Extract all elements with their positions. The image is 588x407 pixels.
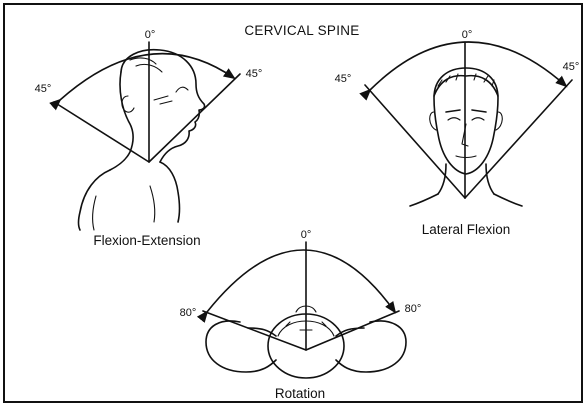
diagram-title: CERVICAL SPINE bbox=[244, 23, 359, 38]
right-angle-label: 45° bbox=[246, 68, 263, 80]
center-angle-label: 0° bbox=[301, 229, 312, 241]
left-45-line bbox=[54, 102, 149, 162]
range-arc bbox=[370, 42, 566, 90]
head-frontal-figure bbox=[410, 68, 522, 206]
left-angle-label: 80° bbox=[180, 307, 197, 319]
flexion-extension-panel: 0° 45° 45° Flexion-Extension bbox=[35, 29, 263, 248]
panel-caption: Rotation bbox=[275, 386, 325, 401]
center-angle-label: 0° bbox=[145, 29, 156, 41]
right-45-line bbox=[149, 74, 240, 162]
range-arc bbox=[207, 250, 395, 312]
panel-caption: Flexion-Extension bbox=[93, 233, 200, 248]
right-angle-label: 80° bbox=[405, 303, 422, 315]
rotation-panel: 0° 80° 80° Rotation bbox=[180, 229, 422, 401]
left-45-line bbox=[365, 85, 465, 198]
left-angle-label: 45° bbox=[335, 73, 352, 85]
right-45-line bbox=[465, 80, 572, 198]
panel-caption: Lateral Flexion bbox=[422, 222, 511, 237]
right-angle-label: 45° bbox=[563, 61, 580, 73]
head-profile-figure bbox=[79, 50, 205, 230]
left-angle-label: 45° bbox=[35, 83, 52, 95]
lateral-flexion-panel: 0° 45° 45° Lateral Flexion bbox=[335, 29, 580, 237]
range-arc bbox=[60, 54, 234, 100]
center-angle-label: 0° bbox=[462, 29, 473, 41]
